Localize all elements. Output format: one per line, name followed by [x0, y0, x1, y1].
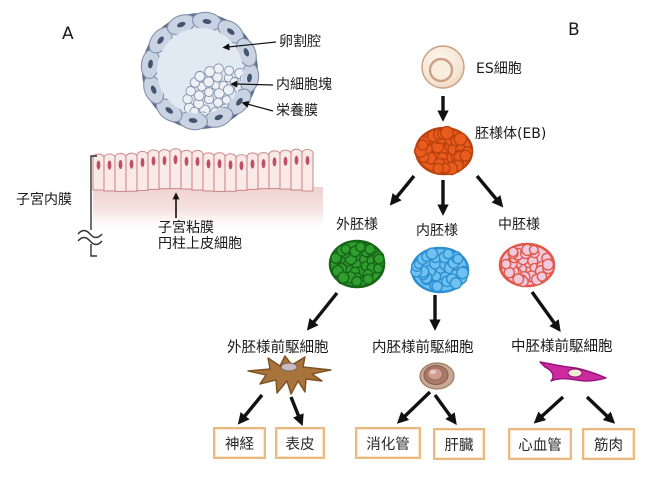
trophoblast-label: 栄養膜 [276, 103, 318, 119]
organ-box-digestive-tract: 消化管 [355, 427, 421, 459]
ectoderm-like-cluster [328, 239, 386, 289]
endoderm-like-label: 内胚様 [416, 223, 458, 239]
ectoderm-precursor-cell-icon [247, 355, 332, 395]
endometrium-bracket [90, 155, 97, 257]
panel-a-label: A [62, 24, 74, 44]
arrow-to-epidermis [289, 396, 304, 427]
endoderm-like-cluster [410, 246, 470, 294]
arrow-ecto-to-precursor [306, 291, 339, 331]
organ-box-nerve: 神経 [213, 427, 266, 459]
endometrium-illustration [77, 148, 323, 257]
endometrium-label: 子宮内膜 [16, 192, 72, 208]
mucosa-label-line1: 子宮粘膜 [158, 220, 214, 236]
mesoderm-like-cluster [498, 242, 556, 288]
arrow-to-cardio [533, 395, 565, 424]
trophoblast-arrow [241, 100, 274, 112]
panel-b-label: B [568, 20, 580, 40]
arrow-meso-to-precursor [530, 291, 561, 332]
organ-box-muscle: 筋肉 [582, 428, 635, 460]
arrow-to-muscle [585, 395, 616, 424]
mesoderm-like-label: 中胚様 [498, 217, 540, 233]
es-cell-icon [421, 45, 465, 89]
tissue-break-icon [77, 229, 103, 246]
mucosa-label-line2: 円柱上皮細胞 [158, 236, 242, 252]
mesoderm-precursor-cell-icon [539, 361, 607, 382]
ectoderm-precursor-label: 外胚様前駆細胞 [227, 340, 329, 356]
icm-arrow [230, 80, 274, 88]
arrow-to-liver [433, 394, 457, 425]
blastocoel-label: 卵割腔 [279, 34, 321, 50]
blastocyst-illustration [140, 11, 260, 131]
arrow-eb-to-meso [475, 174, 504, 208]
embryoid-body-cluster [413, 125, 474, 176]
pointer-arrows [172, 41, 277, 218]
embryoid-body-label: 胚様体(EB) [475, 126, 547, 142]
organ-box-cardiovascular: 心血管 [508, 428, 572, 460]
organ-box-liver: 肝臓 [433, 428, 485, 460]
es-cell-label: ES細胞 [476, 61, 522, 77]
endoderm-precursor-cell-icon [419, 362, 455, 390]
inner-cell-mass-label: 内細胞塊 [276, 77, 332, 93]
arrow-to-digestive [396, 390, 432, 424]
endoderm-precursor-label: 内胚様前駆細胞 [372, 340, 474, 356]
blastocoel-arrow [222, 41, 277, 51]
columnar-epithelium [92, 148, 314, 193]
mesoderm-precursor-label: 中胚様前駆細胞 [511, 339, 613, 355]
organ-box-epidermis: 表皮 [275, 427, 325, 459]
ectoderm-like-label: 外胚様 [336, 217, 378, 233]
flow-arrows [237, 96, 616, 427]
arrow-to-nerve [237, 393, 264, 425]
arrow-eb-to-ecto [389, 174, 416, 206]
